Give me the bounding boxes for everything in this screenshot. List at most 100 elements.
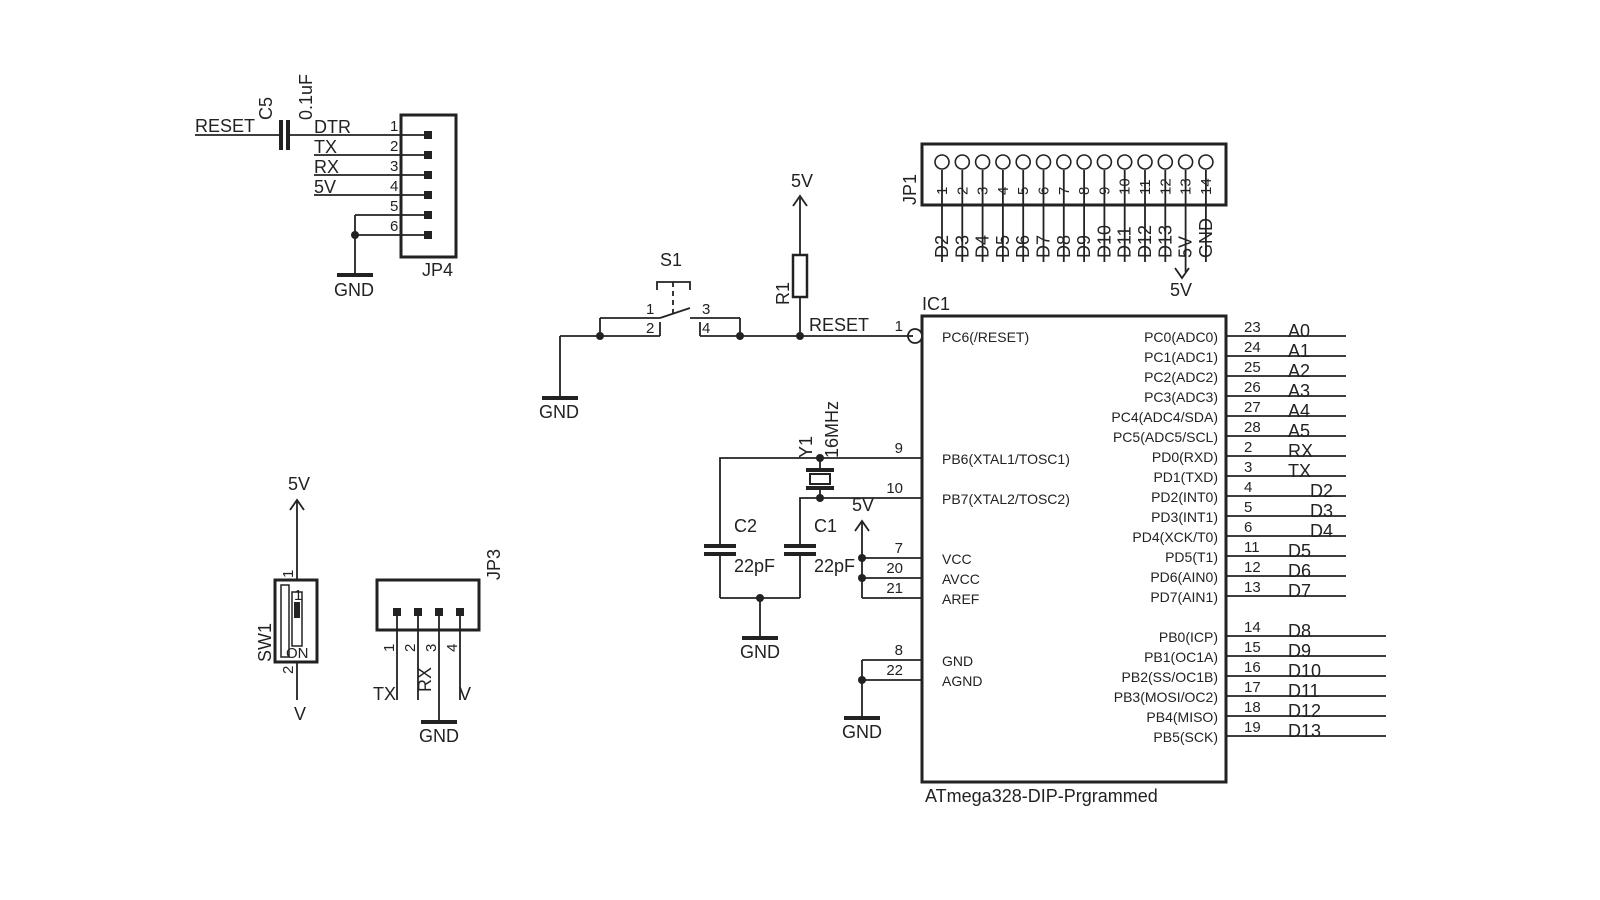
ic1-right-pin-name: PC5(ADC5/SCL) bbox=[1113, 429, 1218, 445]
ic1-right-pin-number: 16 bbox=[1244, 659, 1261, 676]
jp1-signal-label: D3 bbox=[952, 235, 972, 258]
jp4-signal-5v: 5V bbox=[314, 177, 336, 197]
jp1-signal-label: D6 bbox=[1013, 235, 1033, 258]
ic1-left-pin-name: PB7(XTAL2/TOSC2) bbox=[942, 491, 1070, 507]
ic1-net-label: D4 bbox=[1310, 521, 1333, 541]
ic1-right-pin-name: PD1(TXD) bbox=[1153, 469, 1218, 485]
jp1-pad bbox=[1015, 154, 1032, 170]
ic1-net-label: D7 bbox=[1288, 581, 1311, 601]
ic1-right-pin-name: PB1(OC1A) bbox=[1144, 649, 1218, 665]
sw1-name: SW1 bbox=[255, 623, 275, 662]
ic1-left-pin-name: AVCC bbox=[942, 571, 980, 587]
ic1-right-pin-name: PC1(ADC1) bbox=[1144, 349, 1218, 365]
jp1-signal-label: D9 bbox=[1074, 235, 1094, 258]
ic1-net-label: D13 bbox=[1288, 721, 1321, 741]
ic1-net-label: D6 bbox=[1288, 561, 1311, 581]
ic1-right-pin-name: PB5(SCK) bbox=[1153, 729, 1218, 745]
r1-supply-label: 5V bbox=[791, 171, 813, 191]
ic1-left-pin-name: PB6(XTAL1/TOSC1) bbox=[942, 451, 1070, 467]
ic1-net-label: D5 bbox=[1288, 541, 1311, 561]
sw1-pin-1: 1 bbox=[280, 570, 297, 578]
jp1-pin-row: 1D22D33D44D55D66D77D88D99D1010D1111D1212… bbox=[932, 154, 1216, 272]
ic1-net-label: D2 bbox=[1310, 481, 1333, 501]
c5-net-label: RESET bbox=[195, 116, 255, 136]
jp1-pad bbox=[1056, 154, 1072, 170]
ic1-right-pin-name: PB4(MISO) bbox=[1146, 709, 1218, 725]
jp1-pad bbox=[1157, 154, 1174, 170]
ic1-left-pin-number: 22 bbox=[886, 662, 903, 679]
c1-name: C1 bbox=[814, 516, 837, 536]
sw1-pin-2: 2 bbox=[280, 666, 297, 674]
c5-name: C5 bbox=[256, 97, 276, 120]
ic1-left-pin-number: 20 bbox=[886, 560, 903, 577]
jp3-signal-v: V bbox=[459, 684, 471, 704]
ic1-right-pin-number: 13 bbox=[1244, 579, 1261, 596]
jp3-pin-3: 3 bbox=[423, 644, 440, 652]
r1-resistor: 5V R1 RESET bbox=[773, 171, 869, 336]
sw1-on-label: ON bbox=[286, 645, 309, 662]
jp1-signal-label: D5 bbox=[993, 235, 1013, 258]
jp4-gnd-label: GND bbox=[334, 280, 374, 300]
ic1-net-label: A5 bbox=[1288, 421, 1310, 441]
ic1-right-pin-number: 5 bbox=[1244, 499, 1252, 516]
s1-pin-1: 1 bbox=[646, 301, 654, 318]
jp4-signal-rx: RX bbox=[314, 157, 339, 177]
ic1-right-pin-number: 2 bbox=[1244, 439, 1252, 456]
jp4-pin-1: 1 bbox=[390, 118, 398, 135]
jp4-pin-5: 5 bbox=[390, 198, 398, 215]
jp1-pad bbox=[1177, 154, 1194, 170]
jp1-pad bbox=[954, 154, 971, 170]
ic1-left-pin-name: GND bbox=[942, 653, 973, 669]
jp1-pad bbox=[974, 154, 991, 170]
ic1-power: 5V GND bbox=[842, 495, 922, 742]
ic1-right-pin-number: 28 bbox=[1244, 419, 1261, 436]
ic1-right-pin-name: PB2(SS/OC1B) bbox=[1122, 669, 1218, 685]
jp3-pin-1: 1 bbox=[381, 644, 398, 652]
ic1-right-pin-name: PC2(ADC2) bbox=[1144, 369, 1218, 385]
ic1-net-label: D12 bbox=[1288, 701, 1321, 721]
ic1-net-label: D8 bbox=[1288, 621, 1311, 641]
ic1-right-pin-name: PC0(ADC0) bbox=[1144, 329, 1218, 345]
sw1-position-label: 1 bbox=[294, 587, 302, 604]
jp1-signal-label: D4 bbox=[973, 235, 993, 258]
jp1-signal-label: D7 bbox=[1034, 235, 1054, 258]
ic1-left-pin-name: VCC bbox=[942, 551, 972, 567]
ic1-right-pin-number: 14 bbox=[1244, 619, 1261, 636]
crystal-circuit: Y1 16MHz C2 22pF C1 22pF GND bbox=[704, 401, 922, 662]
ic1-right-pin-name: PD6(AIN0) bbox=[1150, 569, 1218, 585]
ic1-right-pin-number: 19 bbox=[1244, 719, 1261, 736]
ic1-left-pin-name: PC6(/RESET) bbox=[942, 329, 1029, 345]
ic1-right-pin-number: 4 bbox=[1244, 479, 1252, 496]
s1-gnd-label: GND bbox=[539, 402, 579, 422]
ic1-right-pin-name: PD3(INT1) bbox=[1151, 509, 1218, 525]
ic1-left-pin-number: 21 bbox=[886, 580, 903, 597]
ic1-right-pin-name: PC3(ADC3) bbox=[1144, 389, 1218, 405]
ic1-right-pin-name: PD2(INT0) bbox=[1151, 489, 1218, 505]
ic1-net-label: A0 bbox=[1288, 321, 1310, 341]
ic1-left-pin-number: 9 bbox=[895, 440, 903, 457]
ic1-net-label: TX bbox=[1288, 461, 1311, 481]
jp1-signal-label: D12 bbox=[1135, 225, 1155, 258]
jp4-pin-2: 2 bbox=[390, 138, 398, 155]
jp1-pad bbox=[1035, 154, 1052, 170]
ic1-right-pin-number: 26 bbox=[1244, 379, 1261, 396]
ic1-right-pin-number: 23 bbox=[1244, 319, 1261, 336]
jp1-pad bbox=[995, 154, 1011, 170]
ic1-net-label: D10 bbox=[1288, 661, 1321, 681]
jp1-pad bbox=[934, 154, 950, 170]
c1-value: 22pF bbox=[814, 556, 855, 576]
s1-reset-switch: S1 1 2 3 4 GND bbox=[539, 250, 913, 422]
ic1-right-pin-name: PC4(ADC4/SDA) bbox=[1111, 409, 1218, 425]
ic1-right-pin-number: 18 bbox=[1244, 699, 1261, 716]
ic1-net-label: D3 bbox=[1310, 501, 1333, 521]
jp4-signal-tx: TX bbox=[314, 137, 337, 157]
jp4-pins: 1 2 3 4 5 6 bbox=[355, 118, 432, 239]
jp1-signal-label: D11 bbox=[1115, 226, 1135, 258]
c2-name: C2 bbox=[734, 516, 757, 536]
ic1-right-pin-number: 24 bbox=[1244, 339, 1261, 356]
s1-name: S1 bbox=[660, 250, 682, 270]
ic1-right-pin-name: PD7(AIN1) bbox=[1150, 589, 1218, 605]
ic1-name: IC1 bbox=[922, 294, 950, 314]
